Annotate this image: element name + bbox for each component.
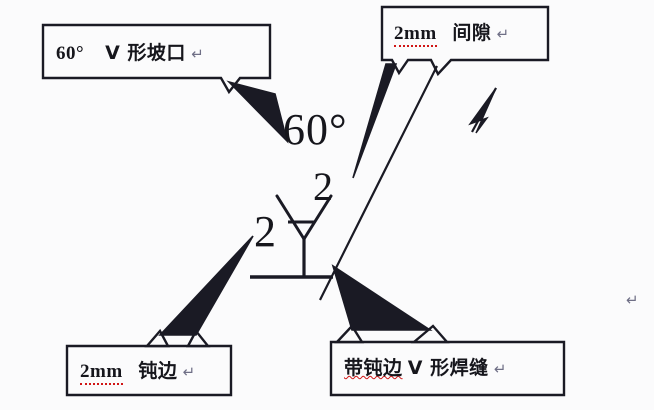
callout-label-weld-type-rest: V 形焊缝 [407, 357, 489, 379]
callout-label-root-face: 2mm 钝边 ↵ [80, 356, 196, 385]
leader-arrow-bevel-angle [226, 80, 289, 144]
dimension-root-gap: 2 [313, 164, 333, 209]
callout-shape-weld-type [329, 340, 566, 397]
leader-line-arrow-shaft [471, 87, 497, 133]
callout-label-weld-type: 带钝边 V 形焊缝 ↵ [344, 353, 507, 380]
callout-notch-weld-type-b [410, 324, 450, 344]
callout-label-root-gap-latin: 2mm [394, 23, 437, 47]
callout-label-weld-type-marked: 带钝边 [344, 357, 403, 379]
weld-v-right-leg [302, 194, 333, 241]
leader-root-face [158, 235, 254, 336]
callout-label-bevel-angle: 60° V 形坡口 ↵ [56, 38, 204, 65]
dimension-bevel-angle: 60° [283, 105, 348, 154]
leader-arrow-root-face [158, 235, 254, 336]
return-mark-icon: ↵ [182, 363, 196, 381]
callout-label-root-face-latin: 2mm [80, 361, 123, 385]
dimension-root-face: 2 [254, 207, 276, 256]
callout-label-root-gap-cjk: 间隙 [452, 22, 492, 44]
return-mark-icon: ↵ [496, 25, 510, 43]
callout-box-bottom-right[interactable] [329, 324, 566, 397]
weld-symbol-group [250, 194, 333, 279]
callout-notch-weld-type-a [334, 324, 365, 344]
return-mark-icon: ↵ [191, 45, 205, 63]
leader-root-gap-b [319, 65, 497, 301]
leader-weld-type [331, 264, 433, 331]
leader-root-gap-a [352, 63, 398, 179]
paragraph-return-mark-icon: ↵ [626, 291, 639, 309]
callout-notch-root-face-b [186, 328, 211, 348]
weld-v-left-leg [275, 194, 306, 241]
callout-label-root-gap: 2mm 间隙 ↵ [394, 18, 510, 47]
callout-label-bevel-angle-latin: 60° [56, 43, 85, 64]
leader-bevel-angle [226, 80, 289, 144]
callout-shape-root-gap [380, 5, 550, 77]
callout-box-bottom-left[interactable] [65, 328, 233, 397]
callout-label-bevel-angle-cjk: V 形坡口 [105, 42, 186, 64]
callout-box-top-right[interactable] [380, 5, 550, 77]
leader-arrow-root-gap-left [352, 63, 398, 179]
return-mark-icon: ↵ [493, 360, 507, 378]
leader-arrow-weld-type [331, 264, 433, 331]
callout-notch-root-face-a [144, 328, 170, 348]
leader-line-root-gap-right [319, 65, 438, 301]
callout-label-root-face-cjk: 钝边 [138, 360, 178, 382]
